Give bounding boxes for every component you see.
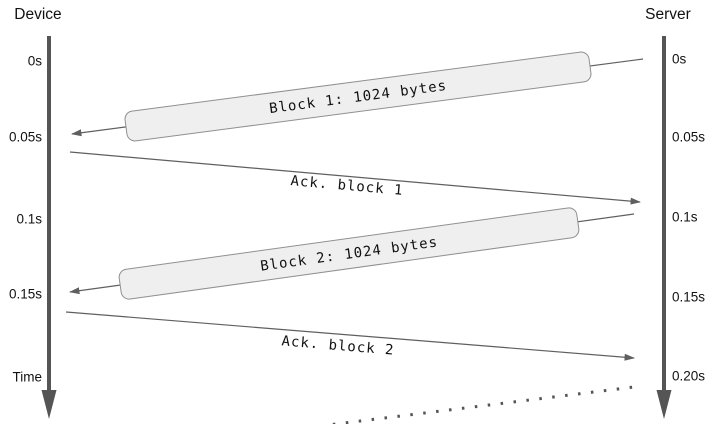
message-block-1: Block 1: 1024 bytes xyxy=(71,51,644,142)
block-1-box xyxy=(124,51,592,142)
right-tick-0s: 0s xyxy=(672,52,687,67)
block-2-box xyxy=(118,207,580,300)
left-time-ticks: 0s 0.05s 0.1s 0.15s Time xyxy=(9,54,42,385)
left-tick-005s: 0.05s xyxy=(9,130,42,145)
actor-label-device: Device xyxy=(14,6,61,23)
left-tick-0s: 0s xyxy=(28,54,43,69)
device-lifeline xyxy=(41,36,57,419)
message-ack-1: Ack. block 1 xyxy=(69,151,641,205)
actor-label-server: Server xyxy=(645,6,691,23)
server-lifeline-arrowhead-icon xyxy=(656,390,672,419)
message-ack-2: Ack. block 2 xyxy=(65,311,635,361)
left-tick-01s: 0.1s xyxy=(16,212,42,227)
right-tick-020s: 0.20s xyxy=(672,369,705,384)
left-tick-015s: 0.15s xyxy=(9,287,42,302)
right-tick-005s: 0.05s xyxy=(672,130,705,145)
device-lifeline-arrowhead-icon xyxy=(41,390,57,419)
time-axis-label: Time xyxy=(13,370,43,385)
next-message-dotted-line xyxy=(323,385,635,424)
server-lifeline xyxy=(656,36,672,419)
message-block-2: Block 2: 1024 bytes xyxy=(69,207,635,300)
right-tick-01s: 0.1s xyxy=(672,210,698,225)
right-time-ticks: 0s 0.05s 0.1s 0.15s 0.20s xyxy=(672,52,705,384)
ack-1-label: Ack. block 1 xyxy=(290,173,404,199)
right-tick-015s: 0.15s xyxy=(672,290,705,305)
